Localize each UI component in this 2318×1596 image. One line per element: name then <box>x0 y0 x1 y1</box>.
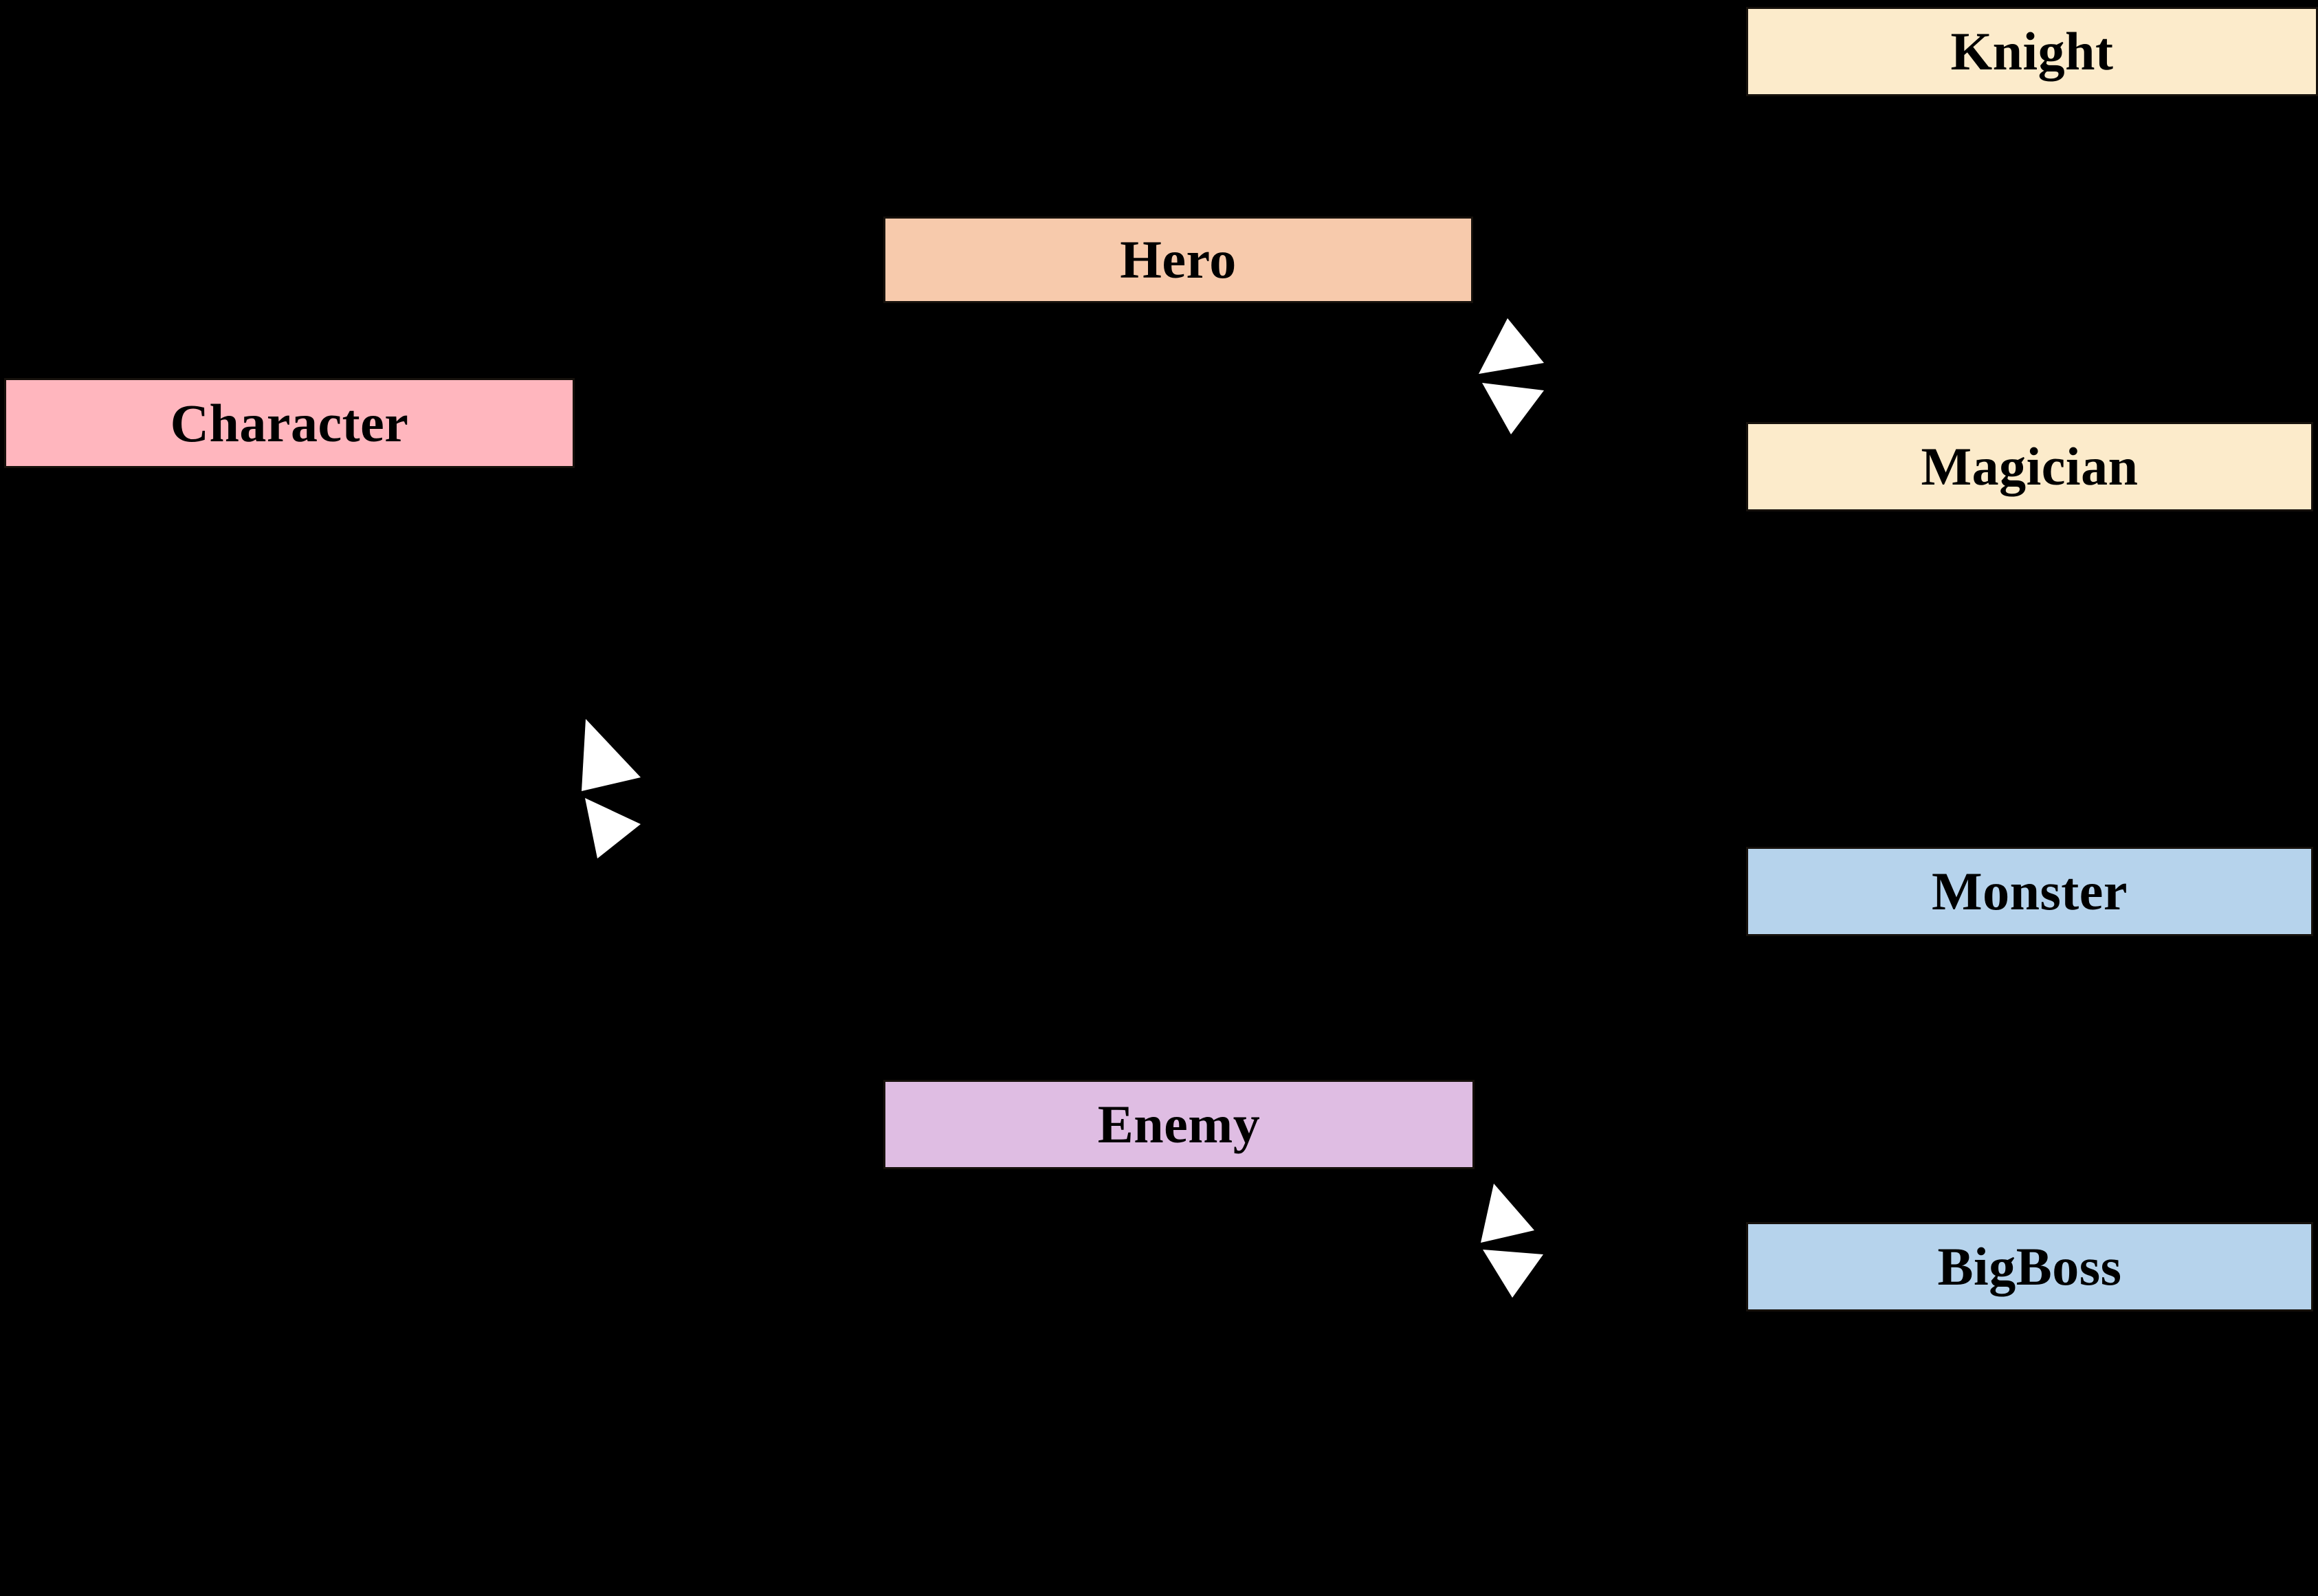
line-knight-to-hero <box>1510 50 1748 345</box>
arrowhead-monster-to-enemy <box>1481 1184 1534 1243</box>
line-monster-to-enemy <box>1507 890 1748 1215</box>
class-node-enemy[interactable]: Enemy <box>883 1080 1475 1169</box>
arrowhead-enemy-to-character <box>585 798 641 858</box>
class-label-enemy: Enemy <box>1097 1094 1261 1154</box>
line-bigboss-to-enemy <box>1512 1265 1747 1277</box>
line-magician-to-hero <box>1512 410 1747 469</box>
class-node-monster[interactable]: Monster <box>1746 847 2313 936</box>
class-node-magician[interactable]: Magician <box>1746 422 2313 511</box>
arrowhead-knight-to-hero <box>1479 318 1544 374</box>
arrowhead-hero-to-character <box>582 719 641 791</box>
line-hero-to-character <box>637 258 885 757</box>
class-node-hero[interactable]: Hero <box>883 217 1473 303</box>
class-label-hero: Hero <box>1120 230 1237 289</box>
class-node-knight[interactable]: Knight <box>1746 7 2318 96</box>
line-enemy-to-character <box>637 823 885 1126</box>
arrowhead-magician-to-hero <box>1482 383 1544 434</box>
class-node-bigboss[interactable]: BigBoss <box>1746 1222 2313 1311</box>
class-label-character: Character <box>170 392 409 453</box>
class-label-monster: Monster <box>1931 861 2128 921</box>
class-label-bigboss: BigBoss <box>1937 1237 2122 1296</box>
arrowhead-bigboss-to-enemy <box>1483 1250 1543 1298</box>
class-label-knight: Knight <box>1950 21 2114 81</box>
class-node-character[interactable]: Character <box>4 378 575 468</box>
class-label-magician: Magician <box>1921 436 2139 496</box>
